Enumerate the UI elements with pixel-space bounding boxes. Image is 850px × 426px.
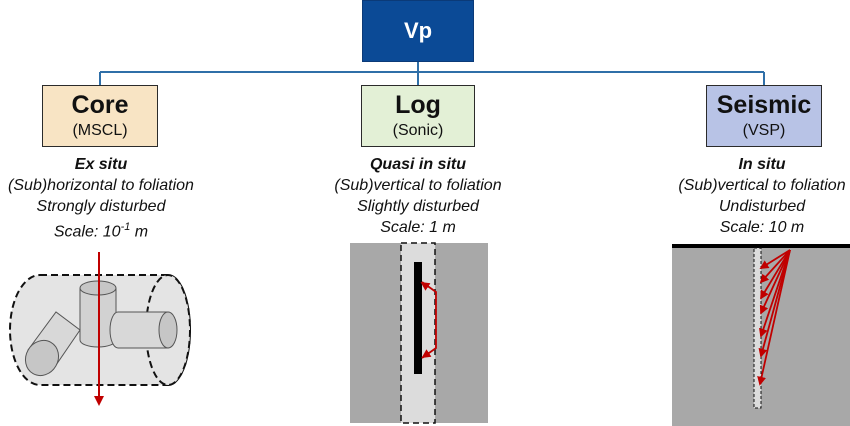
seismic-orientation: (Sub)vertical to foliation bbox=[678, 177, 846, 194]
seismic-ray bbox=[759, 249, 791, 315]
connector-lines bbox=[99, 62, 765, 85]
seismic-ray bbox=[757, 249, 791, 386]
core-method-box: Core (MSCL) bbox=[42, 85, 158, 147]
seismic-ray bbox=[759, 249, 791, 269]
log-sonic-tool bbox=[414, 262, 422, 374]
root-vp-label: Vp bbox=[403, 18, 433, 43]
log-orientation: (Sub)vertical to foliation bbox=[334, 177, 502, 194]
sonic-log-illustration bbox=[350, 242, 488, 424]
seismic-description: In situ (Sub)vertical to foliation Undis… bbox=[632, 154, 850, 238]
seismic-ray bbox=[760, 249, 791, 300]
log-method-box: Log (Sonic) bbox=[361, 85, 475, 147]
seismic-subtitle: (VSP) bbox=[742, 122, 786, 139]
log-scale: Scale: 1 m bbox=[380, 219, 456, 236]
core-plug-inclined-face bbox=[24, 339, 60, 377]
vsp-seismic-illustration bbox=[672, 244, 850, 426]
seismic-disturbance: Undisturbed bbox=[718, 198, 806, 215]
core-title: Core bbox=[71, 91, 129, 119]
seismic-method-box: Seismic (VSP) bbox=[706, 85, 822, 147]
log-subtitle: (Sonic) bbox=[392, 122, 444, 139]
core-scale-exponent: -1 bbox=[120, 221, 131, 233]
seismic-ray bbox=[759, 249, 791, 284]
root-vp-box: Vp bbox=[362, 0, 474, 62]
core-scale-prefix: Scale: 10 bbox=[53, 223, 121, 241]
seismic-borehole bbox=[753, 247, 762, 409]
log-setting: Quasi in situ bbox=[369, 156, 466, 173]
log-title: Log bbox=[395, 91, 441, 119]
log-disturbance: Slightly disturbed bbox=[357, 198, 479, 215]
core-subtitle: (MSCL) bbox=[72, 122, 128, 139]
log-arrow-bottom bbox=[421, 349, 432, 358]
seismic-title: Seismic bbox=[716, 91, 812, 119]
core-sample-illustration bbox=[9, 252, 191, 406]
seismic-ray-paths bbox=[757, 249, 791, 386]
core-orientation: (Sub)horizontal to foliation bbox=[8, 177, 194, 194]
core-scale-unit: m bbox=[130, 223, 149, 241]
core-plug-horizontal-face bbox=[158, 311, 178, 349]
core-setting: Ex situ bbox=[74, 156, 128, 173]
seismic-scale: Scale: 10 m bbox=[719, 219, 805, 236]
seismic-setting: In situ bbox=[738, 156, 786, 173]
core-description: Ex situ (Sub)horizontal to foliation Str… bbox=[0, 154, 231, 242]
log-description: Quasi in situ (Sub)vertical to foliation… bbox=[288, 154, 548, 238]
core-disturbance: Strongly disturbed bbox=[36, 198, 166, 215]
core-scale: Scale: 10-1 m bbox=[0, 217, 231, 242]
log-arrow-top bbox=[420, 282, 431, 291]
